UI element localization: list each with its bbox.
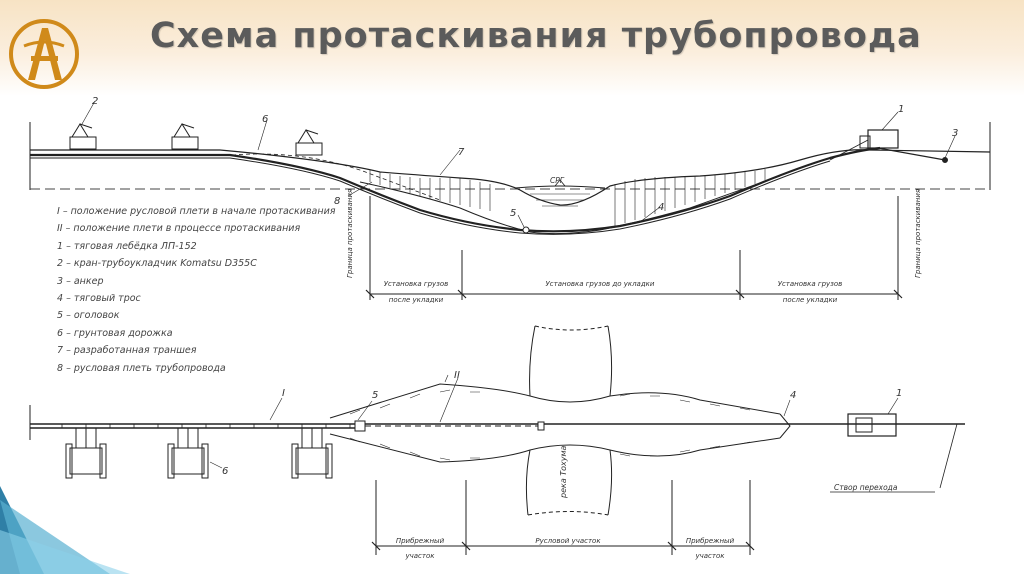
plan-callout-6: 6 <box>222 466 228 477</box>
legend-item: 2 – кран-трубоукладчик Komatsu D355C <box>57 258 257 270</box>
boundary-left-label: Граница протаскивания <box>346 189 354 278</box>
legend: I – положение русловой плети в начале пр… <box>57 203 336 377</box>
profile-view <box>29 100 991 300</box>
legend-item: 3 – анкер <box>57 275 104 287</box>
profile-seg-middle: Установка грузов до укладки <box>546 280 655 288</box>
plan-callout-5: 5 <box>372 390 378 401</box>
profile-callout-8: 8 <box>334 196 340 207</box>
profile-seg-left-2: после укладки <box>389 296 444 304</box>
legend-item: 8 – русловая плеть трубопровода <box>57 362 226 374</box>
header-band <box>0 0 1024 96</box>
plan-callout-II: II <box>454 370 460 381</box>
plan-seg-right-1: Прибрежный <box>686 537 735 545</box>
plan-view <box>29 325 965 555</box>
plan-seg-middle: Русловой участок <box>535 537 601 545</box>
profile-callout-4: 4 <box>658 202 664 213</box>
profile-callout-3: 3 <box>952 128 958 139</box>
pipeline-drawing: 2 6 7 8 5 4 1 3 СРГ Граница протаскивани… <box>29 96 991 560</box>
legend-item: 1 – тяговая лебёдка ЛП-152 <box>57 240 197 252</box>
corner-decoration <box>0 486 130 574</box>
profile-seg-right-1: Установка грузов <box>778 280 843 288</box>
legend-item: 5 – оголовок <box>57 310 120 322</box>
legend-item: 4 – тяговый трос <box>57 292 141 304</box>
profile-callout-2: 2 <box>92 96 98 107</box>
plan-seg-right-2: участок <box>694 552 725 560</box>
plan-seg-left-2: участок <box>404 552 435 560</box>
profile-seg-right-2: после укладки <box>783 296 838 304</box>
profile-seg-left-1: Установка грузов <box>384 280 449 288</box>
slide-title: Схема протаскивания трубопровода <box>150 16 922 56</box>
plan-callout-4: 4 <box>790 390 796 401</box>
plan-callout-I: I <box>282 388 285 399</box>
legend-item: I – положение русловой плети в начале пр… <box>57 206 336 217</box>
legend-item: 7 – разработанная траншея <box>57 345 197 357</box>
crossing-axis-label: Створ перехода <box>834 483 898 492</box>
water-level-label: СРГ <box>550 176 565 185</box>
profile-callout-7: 7 <box>458 147 465 158</box>
profile-callout-6: 6 <box>262 114 268 125</box>
river-label: река Тохума <box>559 445 568 499</box>
legend-item: 6 – грунтовая дорожка <box>57 327 173 339</box>
profile-callout-5: 5 <box>510 208 516 219</box>
plan-seg-left-1: Прибрежный <box>396 537 445 545</box>
profile-callout-1: 1 <box>898 104 904 115</box>
boundary-right-label: Граница протаскивания <box>914 189 922 278</box>
company-logo <box>9 19 79 89</box>
plan-callout-1-right: 1 <box>896 388 902 399</box>
legend-item: II – положение плети в процессе протаски… <box>57 223 301 235</box>
